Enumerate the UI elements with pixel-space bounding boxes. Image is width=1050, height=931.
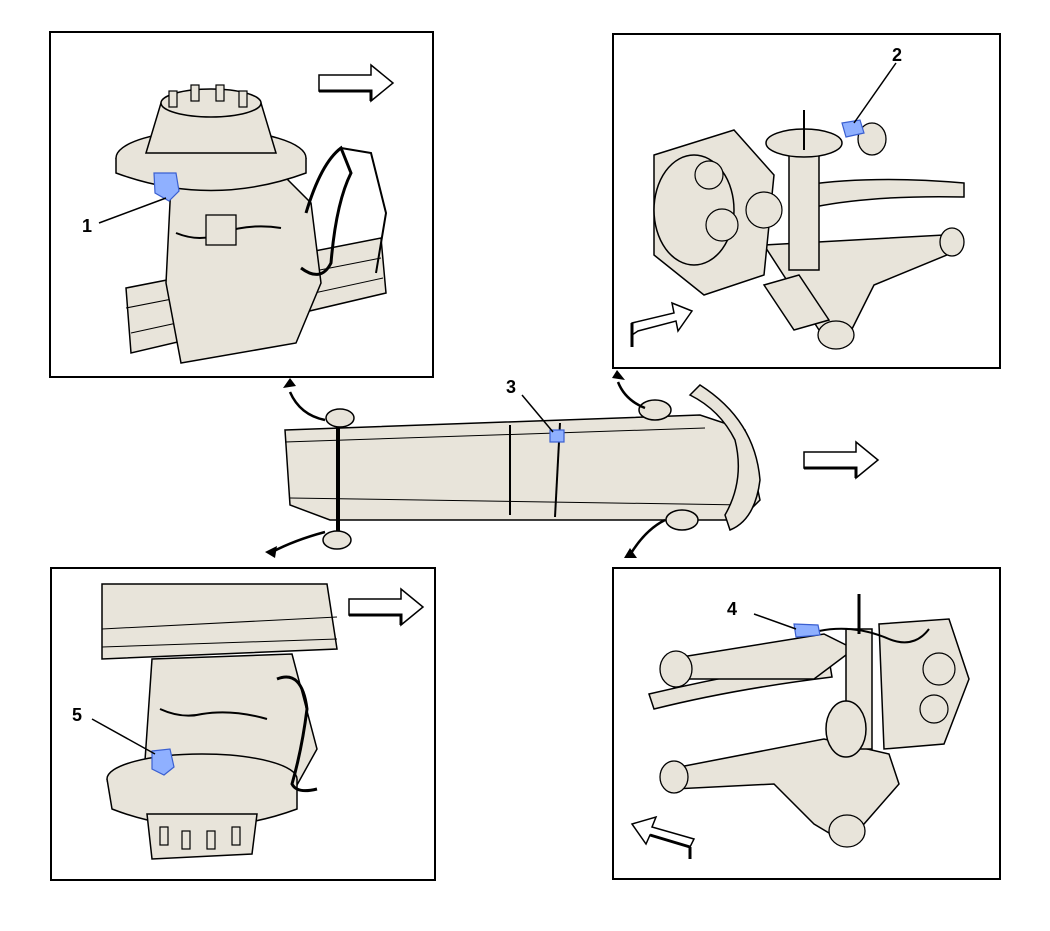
wheel-speed-sensor-1 xyxy=(153,172,180,202)
forward-arrow-icon xyxy=(803,440,880,480)
rear-right-illustration xyxy=(630,594,970,859)
callout-2: 2 xyxy=(892,45,903,65)
callout-5: 5 xyxy=(72,705,83,725)
front-left-illustration xyxy=(98,63,395,364)
sensor-3 xyxy=(549,429,565,443)
callout-3: 3 xyxy=(506,377,517,397)
wheel-speed-sensor-4 xyxy=(793,623,821,638)
callout-4: 4 xyxy=(727,599,738,619)
callout-1: 1 xyxy=(82,216,93,236)
wheel-speed-sensor-2 xyxy=(841,119,865,138)
panel-rear-left-detail: 5 xyxy=(50,567,436,881)
forward-arrow-icon xyxy=(630,301,694,347)
wheel-speed-sensor-5 xyxy=(151,748,175,776)
panel-rear-right-detail: 4 xyxy=(612,567,1001,880)
front-right-illustration xyxy=(630,62,965,350)
rear-left-illustration xyxy=(91,583,425,860)
forward-arrow-icon xyxy=(318,63,395,103)
panel-front-left-detail: 1 xyxy=(49,31,434,378)
forward-arrow-icon xyxy=(630,815,696,859)
panel-front-right-detail: 2 xyxy=(612,33,1001,369)
forward-arrow-icon xyxy=(348,587,425,627)
